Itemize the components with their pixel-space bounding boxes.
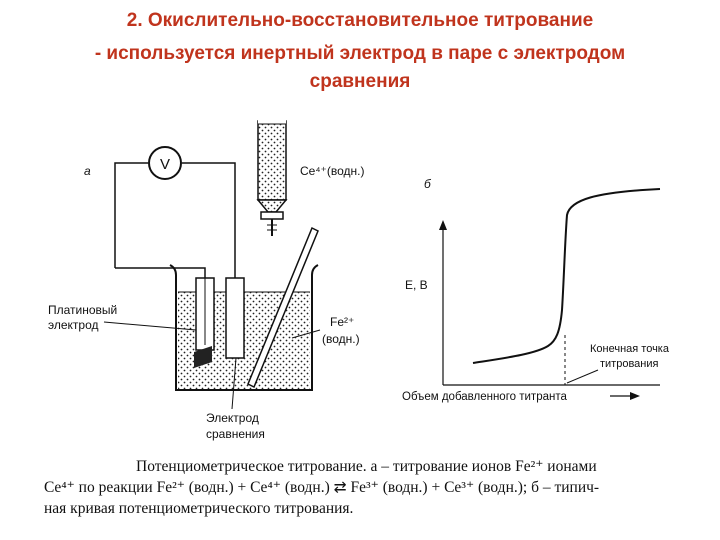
figure-caption: Потенциометрическое титрование. а – титр… [44, 456, 684, 519]
stopcock [260, 211, 284, 220]
reference-label-2: сравнения [206, 427, 265, 441]
reference-label-1: Электрод [206, 411, 259, 425]
burette-label: Ce⁴⁺(водн.) [300, 164, 364, 178]
x-axis-arrow [630, 392, 640, 400]
endpoint-label-1: Конечная точка [590, 343, 670, 355]
caption-line-1: Потенциометрическое титрование. а – титр… [136, 458, 597, 475]
caption-line-3: ная кривая потенциометрического титрован… [44, 500, 354, 517]
x-axis-label: Объем добавленного титранта [402, 391, 567, 403]
y-axis-arrow [439, 220, 447, 230]
titration-curve [472, 188, 661, 364]
endpoint-pointer [566, 369, 599, 384]
wire-right [182, 162, 236, 278]
wire-left [114, 162, 148, 268]
apparatus-panel: а V Ce⁴⁺(водн.) Плат [48, 118, 364, 441]
curve-panel: б E, В Конечная точка титрования Объем д… [402, 177, 670, 403]
platinum-label-1: Платиновый [48, 303, 117, 317]
caption-line-2: Ce⁴⁺ по реакции Fe²⁺ (водн.) + Ce⁴⁺ (вод… [44, 479, 600, 496]
voltmeter [148, 146, 182, 180]
subtitle-line-2: сравнения [309, 71, 411, 92]
voltmeter-label: V [160, 156, 170, 173]
panel-b-label: б [424, 177, 432, 191]
wire-to-platinum [115, 267, 206, 278]
page-title: 2. Окислительно-восстановительное титров… [126, 10, 594, 31]
y-axis-label: E, В [405, 278, 428, 292]
endpoint-label-2: титрования [600, 358, 659, 370]
beaker [169, 264, 319, 391]
reference-electrode [225, 277, 245, 359]
subtitle-line-1: - используется инертный электрод в паре … [94, 43, 626, 64]
solution-pointer [291, 329, 321, 339]
platinum-plate [194, 346, 212, 368]
platinum-label-2: электрод [48, 318, 99, 332]
burette [256, 118, 288, 236]
solution-label-2: (водн.) [322, 332, 360, 346]
reference-pointer [231, 357, 237, 410]
panel-a-label: а [84, 164, 91, 178]
stirring-rod [247, 226, 319, 389]
solution-label-1: Fe²⁺ [330, 315, 354, 329]
page-subtitle: - используется инертный электрод в паре … [0, 40, 720, 96]
platinum-pointer [103, 321, 197, 331]
